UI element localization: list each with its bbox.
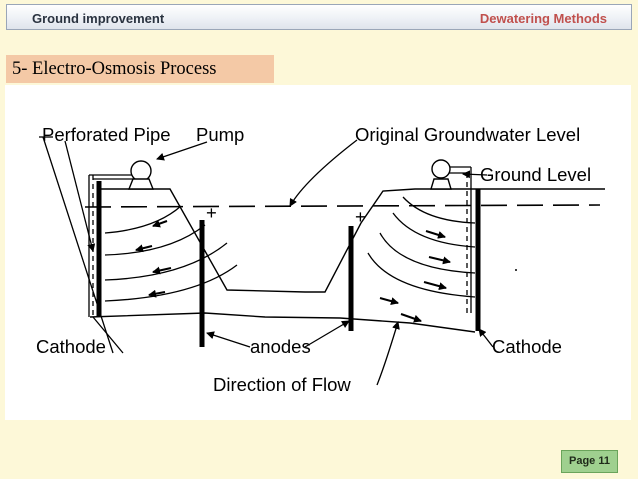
lowered-water-table: [89, 312, 476, 333]
slide-header: Ground improvement Dewatering Methods: [6, 4, 632, 30]
direction-of-flow-label: Direction of Flow: [213, 374, 351, 395]
ground-level-label: Ground Level: [480, 164, 591, 185]
right-flow-lines: [367, 196, 476, 298]
label-leaders: [39, 136, 494, 386]
left-anode-plus-sign: +: [206, 202, 217, 223]
section-title: 5- Electro-Osmosis Process: [6, 55, 274, 83]
pump-label: Pump: [196, 124, 244, 145]
right-anode-plus-sign: +: [355, 206, 366, 227]
right-pump: [430, 159, 452, 190]
perforated-pipe-label: Perforated Pipe: [42, 124, 171, 145]
cathode-left-label: Cathode: [36, 336, 106, 357]
right-flow-arrows: [379, 230, 451, 323]
cathode-right-label: Cathode: [492, 336, 562, 357]
original-groundwater-label: Original Groundwater Level: [355, 124, 580, 145]
original-groundwater-line: [84, 204, 601, 208]
left-flow-lines: [104, 205, 238, 302]
anodes-label: anodes: [250, 336, 311, 357]
electro-osmosis-diagram: + +: [5, 85, 631, 420]
left-flow-arrows: [135, 219, 172, 298]
left-pump: [127, 160, 155, 190]
course-title: Ground improvement: [32, 11, 165, 26]
stray-dot: [515, 269, 517, 271]
page-number-badge: Page 11: [561, 450, 618, 473]
topic-title: Dewatering Methods: [479, 11, 607, 26]
